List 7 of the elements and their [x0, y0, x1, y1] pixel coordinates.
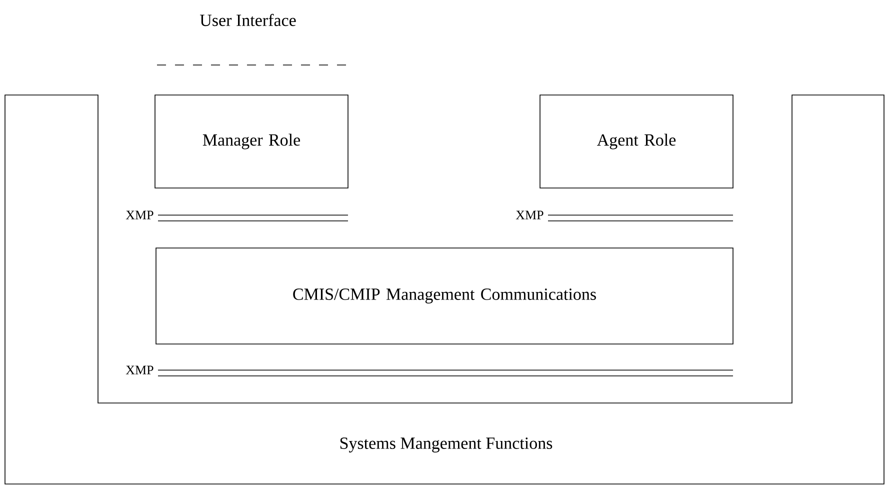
process-box: CMIS/CMIP Management Communications — [156, 248, 734, 344]
text-label: User Interface — [200, 14, 296, 26]
text-label: XMP — [516, 210, 544, 220]
process-box: Manager Role — [154, 94, 348, 188]
text-label: XMP — [126, 210, 154, 220]
process-box: Agent Role — [540, 94, 734, 188]
text-label: XMP — [126, 366, 154, 374]
